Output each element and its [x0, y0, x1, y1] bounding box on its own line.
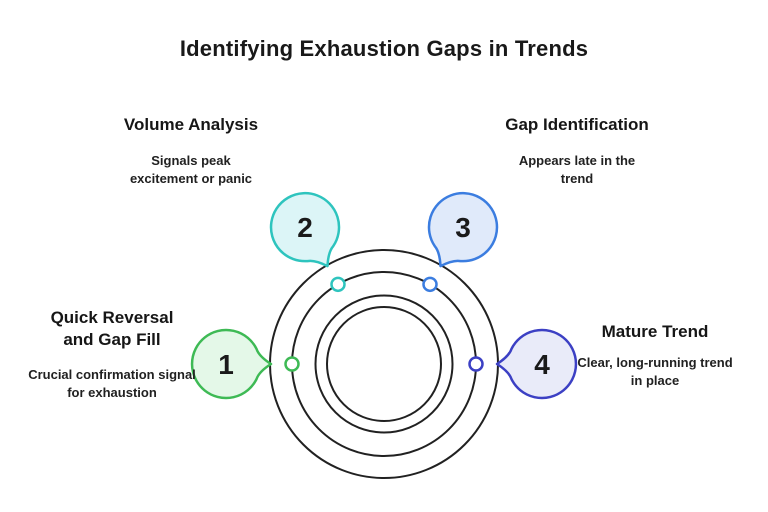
- callout-title: Gap Identification: [505, 115, 649, 134]
- callout-volume-analysis: Volume Analysis Signals peak excitement …: [116, 114, 266, 188]
- node-number-3: 3: [455, 212, 471, 243]
- callout-description: Appears late in the trend: [518, 153, 636, 187]
- ring-dot-3: [422, 276, 438, 293]
- callout-title: Mature Trend: [601, 322, 709, 341]
- node-bubble-2: [269, 191, 341, 268]
- concentric-ring: [269, 249, 499, 479]
- callout-description: Signals peak excitement or panic: [129, 153, 253, 187]
- node-bubble-1: [190, 328, 273, 400]
- concentric-ring: [291, 271, 477, 457]
- callout-title: Volume Analysis: [123, 115, 259, 134]
- concentric-ring: [314, 294, 454, 434]
- concentric-ring: [326, 306, 442, 422]
- page-title: Identifying Exhaustion Gaps in Trends: [179, 36, 589, 61]
- node-bubble-3: [427, 191, 499, 268]
- callout-gap-identification: Gap Identification Appears late in the t…: [502, 114, 652, 188]
- ring-dot-1: [284, 356, 300, 372]
- node-number-1: 1: [218, 349, 234, 380]
- callout-title: Quick Reversal and Gap Fill: [50, 308, 174, 350]
- ring-dot-2: [330, 276, 346, 293]
- node-number-4: 4: [534, 349, 550, 380]
- node-bubble-4: [495, 328, 578, 400]
- callout-description: Crucial confirmation signal for exhausti…: [28, 367, 196, 401]
- ring-dot-4: [468, 356, 484, 372]
- callout-description: Clear, long-running trend in place: [577, 355, 733, 389]
- callout-mature-trend: Mature Trend Clear, long-running trend i…: [570, 321, 740, 390]
- node-number-2: 2: [297, 212, 313, 243]
- callout-quick-reversal: Quick Reversal and Gap Fill Crucial conf…: [27, 307, 197, 403]
